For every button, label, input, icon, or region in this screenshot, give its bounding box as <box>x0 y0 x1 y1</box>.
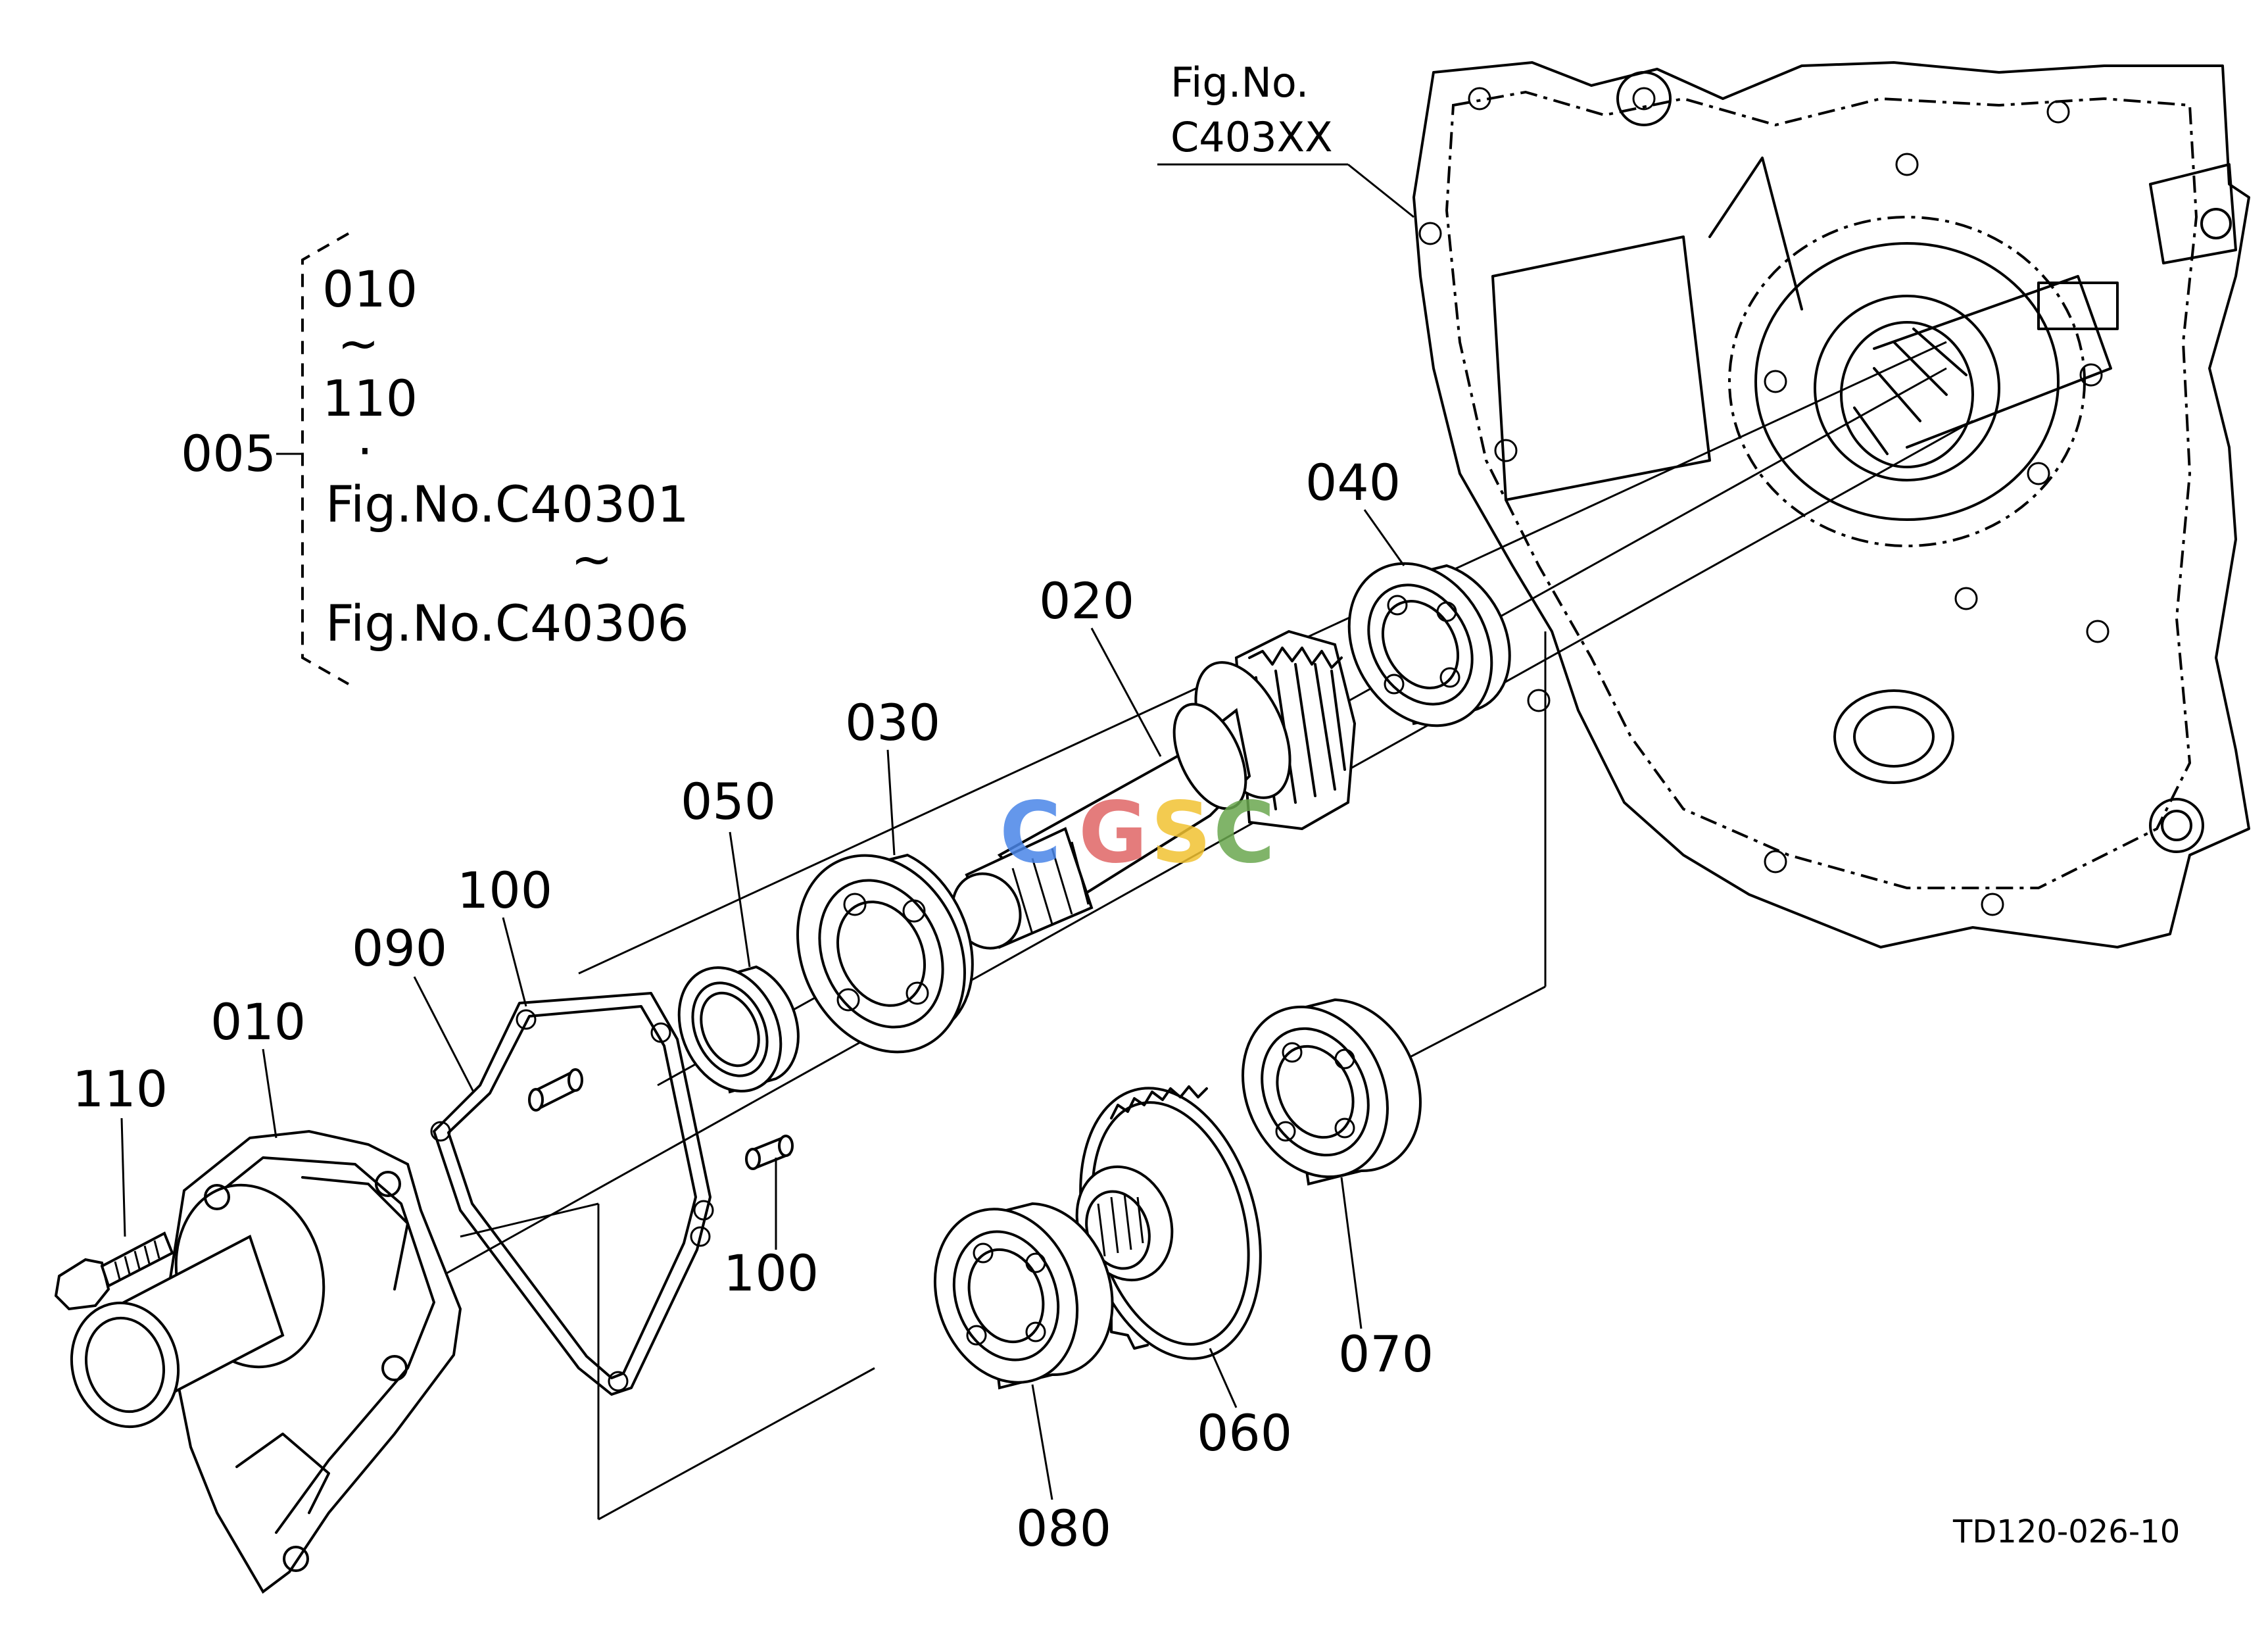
drawing-code: TD120-026-10 <box>1952 1513 2180 1550</box>
bearing-040 <box>1347 562 1511 727</box>
watermark-letter-s: S <box>1151 784 1211 882</box>
gasket-090 <box>430 992 714 1396</box>
label-080: 080 <box>1016 1499 1111 1558</box>
group-fig-tilde: ~ <box>571 529 613 588</box>
bearing-080 <box>933 1202 1114 1390</box>
group-bracket <box>276 232 349 685</box>
label-100-lower: 100 <box>723 1244 819 1302</box>
shaft-gear-020 <box>951 629 1357 950</box>
label-110: 110 <box>72 1060 168 1118</box>
label-030: 030 <box>845 693 940 752</box>
group-separator-dot: · <box>357 422 373 480</box>
group-id: 005 <box>181 424 276 483</box>
bearing-070 <box>1242 998 1422 1186</box>
watermark-logo: C G S C <box>1000 784 1275 882</box>
bolt-110 <box>54 1231 174 1311</box>
group-range-tilde: ~ <box>337 314 379 372</box>
watermark-letter-c2: C <box>1213 784 1275 882</box>
label-070: 070 <box>1338 1325 1434 1383</box>
label-020: 020 <box>1039 572 1134 630</box>
label-040: 040 <box>1305 453 1401 512</box>
group-range-start: 010 <box>322 260 418 318</box>
label-050: 050 <box>681 772 776 831</box>
label-100-upper: 100 <box>457 861 552 920</box>
cover-010 <box>70 1129 462 1594</box>
reference-fig-label: Fig.No. <box>1170 59 1309 107</box>
watermark-letter-c: C <box>1000 784 1061 882</box>
dowel-pins-100 <box>528 1068 794 1170</box>
label-010: 010 <box>210 993 306 1051</box>
label-060: 060 <box>1197 1404 1292 1462</box>
group-fig-end: Fig.No.C40306 <box>326 594 689 652</box>
reference-fig-number: C403XX <box>1170 113 1333 161</box>
group-range-end: 110 <box>322 369 418 428</box>
transmission-housing <box>1412 61 2250 948</box>
group-fig-start: Fig.No.C40301 <box>326 475 689 533</box>
watermark-letter-g: G <box>1078 784 1147 882</box>
label-090: 090 <box>352 919 447 977</box>
leader-lines <box>120 163 1414 1500</box>
oil-seal-050 <box>677 965 800 1094</box>
bearing-030 <box>796 853 974 1054</box>
